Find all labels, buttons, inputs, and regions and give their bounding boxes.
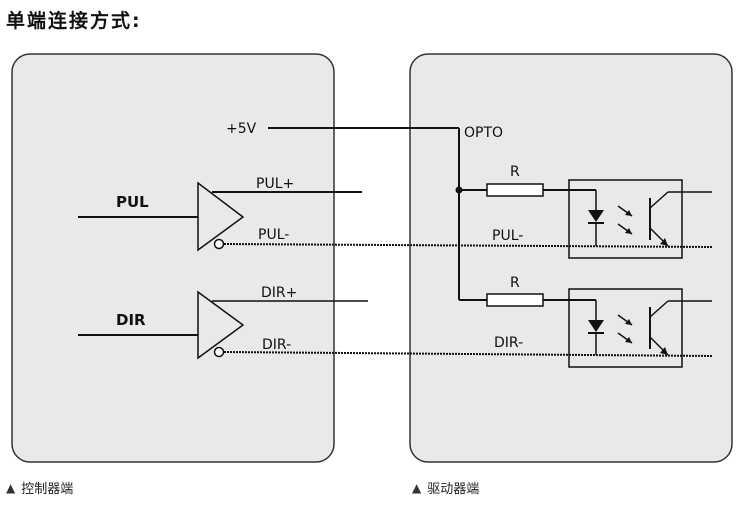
opto1-emitter-arrow (660, 238, 668, 246)
page-title: 单端连接方式: (6, 10, 142, 32)
controller-panel (11, 53, 335, 463)
optocoupler-1 (568, 179, 683, 259)
driver-caption-text: 驱动器端 (427, 482, 480, 497)
opto-label: OPTO (464, 125, 503, 141)
resistor-bottom (486, 293, 544, 307)
opto1-arrowhead-2 (625, 228, 632, 234)
opto2-emitter-arrow (660, 347, 668, 355)
pul-buffer (197, 181, 245, 252)
opto2-arrowhead-1 (625, 319, 632, 325)
pul-plus-label: PUL+ (256, 176, 294, 192)
resistor-top-label: R (510, 164, 520, 180)
opto1-arrowhead-1 (625, 210, 632, 216)
triangle-icon: ▲ (6, 480, 16, 495)
opto1-led-icon (588, 210, 604, 222)
driver-caption: ▲ 驱动器端 (412, 478, 480, 498)
supply-label: +5V (226, 121, 257, 137)
opto2-collector (649, 300, 669, 318)
controller-caption-text: 控制器端 (21, 482, 74, 497)
controller-caption: ▲ 控制器端 (6, 478, 74, 498)
optocoupler-2 (568, 288, 683, 368)
driver-pul-minus-label: PUL- (492, 228, 523, 244)
opto1-collector (649, 191, 669, 209)
triangle-icon: ▲ (412, 480, 422, 495)
resistor-bottom-label: R (510, 275, 520, 291)
pul-minus-wire (223, 243, 713, 248)
pul-input-label: PUL (116, 193, 149, 211)
dir-buffer (197, 290, 245, 360)
dir-inverter-bubble (213, 346, 225, 358)
dir-plus-label: DIR+ (261, 285, 297, 301)
dir-minus-wire (223, 351, 713, 357)
resistor-top (486, 183, 544, 197)
driver-dir-minus-label: DIR- (494, 335, 523, 351)
dir-minus-label: DIR- (262, 337, 291, 353)
dir-input-label: DIR (116, 311, 146, 329)
opto2-arrowhead-2 (625, 337, 632, 343)
opto2-led-icon (588, 320, 604, 332)
pul-inverter-bubble (213, 238, 225, 250)
pul-minus-label: PUL- (258, 227, 289, 243)
